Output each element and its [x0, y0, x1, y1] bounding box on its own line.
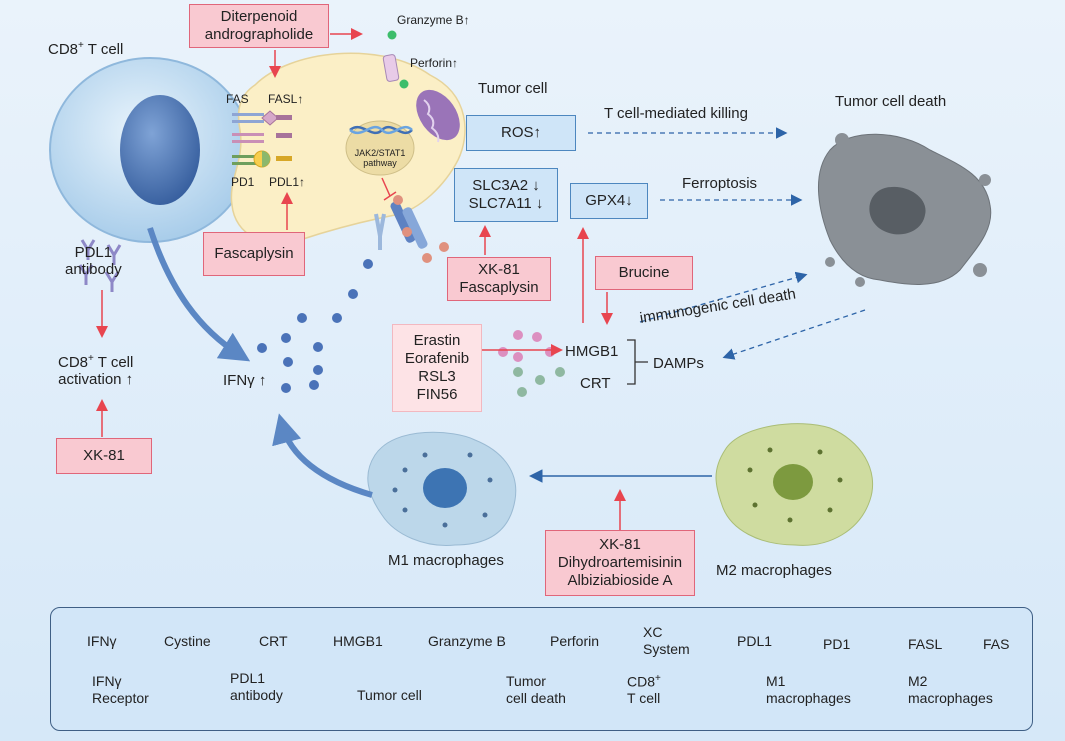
hmgb1-label: HMGB1 [565, 343, 619, 360]
damps-label: DAMPs [653, 355, 704, 372]
legend-fas: FAS [983, 636, 1010, 652]
damps-arrow [722, 309, 866, 360]
icd-arrow [639, 271, 808, 323]
legend-cystine: Cystine [164, 633, 211, 649]
dna-icon [345, 120, 415, 176]
fas-label: FAS [226, 92, 249, 106]
legend-cd8-t-cell: CD8+T cell [627, 673, 661, 707]
cd8-to-ifng-arrow [147, 227, 251, 362]
ferroptosis-label: Ferroptosis [682, 175, 758, 192]
ifng-label: IFNγ ↑ [223, 372, 267, 389]
legend-hmgb1: HMGB1 [333, 633, 383, 649]
legend-granzyme: Granzyme B [428, 633, 506, 649]
granzyme-dot [387, 30, 397, 40]
ifng-receptor [374, 213, 386, 250]
legend-panel [50, 607, 1033, 731]
hmgb1-dots [513, 367, 565, 397]
brucine-box: Brucine [595, 256, 693, 290]
mitochondria-icon [416, 89, 460, 143]
crt-label: CRT [580, 375, 611, 392]
crt-dots [498, 330, 555, 362]
legend-pd1: PD1 [823, 636, 851, 652]
m1-macrophage-shape [367, 431, 517, 546]
m2-label: M2 macrophages [716, 562, 832, 579]
damps-bracket [627, 339, 648, 385]
legend-perforin: Perforin [550, 633, 600, 649]
receptor-pairs [232, 110, 292, 168]
t-cell-killing-label: T cell-mediated killing [604, 105, 748, 122]
pd1-label: PD1 [231, 175, 255, 189]
legend-ifng: IFNγ [87, 633, 117, 649]
ifng-dots [257, 259, 373, 393]
fascaplysin-box: Fascaplysin [203, 232, 305, 276]
granzyme-label: Granzyme B↑ [397, 13, 470, 27]
cd8-t-cell-label: CD8+ T cell [48, 40, 124, 58]
slc-box: SLC3A2 ↓SLC7A11 ↓ [454, 168, 558, 222]
inhibition-bar [381, 177, 397, 201]
xk81-box: XK-81 [56, 438, 152, 474]
tumor-cell-death-label: Tumor cell death [835, 93, 947, 110]
legend-tumor-cell: Tumor cell [357, 687, 422, 703]
fasl-label: FASL↑ [268, 92, 304, 106]
legend-crt: CRT [259, 633, 288, 649]
gpx4-box: GPX4↓ [570, 183, 648, 219]
m1-label: M1 macrophages [388, 552, 504, 569]
m2-macrophage-shape [715, 423, 874, 546]
perforin-label: Perforin↑ [410, 56, 459, 70]
m1-to-ifng-arrow [272, 413, 373, 498]
pdl1-label: PDL1↑ [269, 175, 306, 189]
granzyme-dot [399, 79, 409, 89]
perforin-channel [382, 54, 400, 82]
tumor-cell-label: Tumor cell [478, 80, 548, 97]
legend-pdl1: PDL1 [737, 633, 773, 649]
pdl1-antibody-icons [78, 239, 122, 292]
cd8-t-cell [49, 57, 251, 243]
ros-box: ROS↑ [466, 115, 576, 151]
xc-system-channel [390, 201, 428, 249]
legend-fasl: FASL [908, 636, 943, 652]
tumor-death-shape [818, 133, 992, 287]
